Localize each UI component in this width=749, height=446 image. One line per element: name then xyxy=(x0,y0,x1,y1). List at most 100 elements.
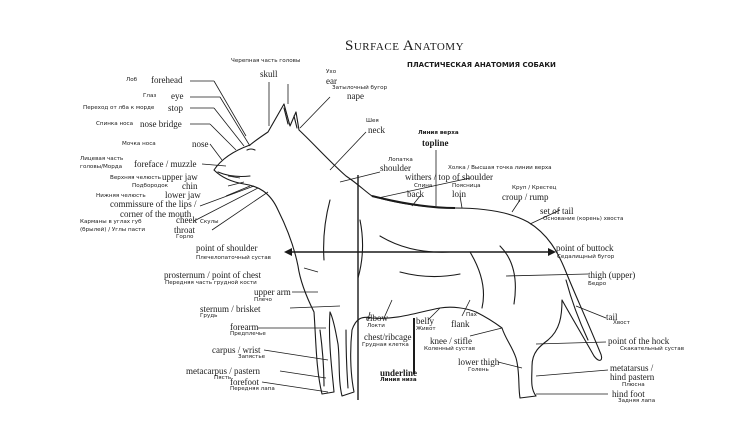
label-forearm-en: forearm xyxy=(230,322,259,332)
label-chin-ru: Подбородок xyxy=(132,183,169,189)
label-neck-en: neck xyxy=(368,125,385,135)
label-commissure-en2: corner of the mouth xyxy=(120,209,192,219)
label-sternum-ru: Грудь xyxy=(200,313,218,319)
label-thigh-en: thigh (upper) xyxy=(588,270,636,280)
label-foreface-ru1: Лицевая часть xyxy=(80,156,124,162)
label-prosternum-ru: Передняя часть грудной кости xyxy=(165,280,257,286)
label-forefoot-en: forefoot xyxy=(230,377,259,387)
label-tail-en: tail xyxy=(606,312,618,322)
label-foreface-ru2: головы/Морда xyxy=(80,164,123,170)
label-knee-en: knee / stifle xyxy=(430,336,472,346)
label-underline-en: underline xyxy=(380,368,418,378)
label-lower-thigh-en: lower thigh xyxy=(458,357,500,367)
label-throat-ru: Горло xyxy=(176,234,194,240)
label-stop-en: stop xyxy=(168,103,184,113)
topline-highlight xyxy=(371,195,456,209)
label-knee-ru: Коленный сустав xyxy=(424,346,475,352)
label-flank-en: flank xyxy=(451,319,470,329)
label-chin-en: chin xyxy=(182,181,198,191)
label-upper-jaw-en: upper jaw xyxy=(162,172,198,182)
label-commissure-ru1: Карманы в углах губ xyxy=(80,219,142,225)
label-neck-ru: Шея xyxy=(366,118,379,124)
mouth-line xyxy=(217,171,251,178)
label-chest-en: chest/ribcage xyxy=(364,332,412,342)
tail-detail xyxy=(565,279,589,341)
label-eye-en: eye xyxy=(171,91,184,101)
label-thigh-ru: Бедро xyxy=(588,281,607,287)
label-nose-bridge-ru: Спинка носа xyxy=(96,121,134,127)
dog-outline xyxy=(213,103,603,399)
label-loin-ru: Поясница xyxy=(452,183,481,189)
label-metatarsus-en1: metatarsus / xyxy=(610,363,654,373)
label-upper-jaw-ru: Верхняя челюсть xyxy=(110,175,161,181)
label-commissure-en1: commissure of the lips / xyxy=(110,199,197,209)
label-loin-en: loin xyxy=(452,189,467,199)
label-metatarsus-ru: Плюсна xyxy=(622,382,645,388)
label-commissure-ru2: (брылей) / Углы пасти xyxy=(80,227,146,233)
label-belly-en: belly xyxy=(416,316,434,326)
label-sternum-en: sternum / brisket xyxy=(200,304,261,314)
label-point-of-shoulder-ru: Плечелопаточный сустав xyxy=(196,255,271,261)
label-metacarpus-en: metacarpus / pastern xyxy=(186,366,260,376)
label-topline-en: topline xyxy=(422,138,449,148)
label-chest-ru: Грудная клетка xyxy=(362,342,409,348)
label-shoulder-ru: Лопатка xyxy=(388,157,413,163)
label-nape-en: nape xyxy=(347,91,364,101)
label-forearm-ru: Предплечье xyxy=(230,331,266,337)
label-carpus-ru: Запястье xyxy=(238,354,266,360)
label-cheek-ru: Скулы xyxy=(200,219,219,225)
label-lower-thigh-ru: Голень xyxy=(468,367,489,373)
label-nose-ru: Мочка носа xyxy=(122,141,156,147)
label-carpus-en: carpus / wrist xyxy=(212,345,261,355)
label-upper-arm-ru: Плечо xyxy=(254,297,272,303)
label-point-of-shoulder-en: point of shoulder xyxy=(196,243,258,253)
arrow-left-head xyxy=(284,248,292,256)
foreleg-detail xyxy=(319,329,349,389)
label-forehead-ru: Лоб xyxy=(126,77,138,83)
ear-inner xyxy=(283,107,298,129)
thigh-detail xyxy=(469,245,516,309)
label-croup-en: croup / rump xyxy=(502,192,549,202)
shoulder-detail xyxy=(323,199,364,279)
label-croup-ru: Круп / Крестец xyxy=(512,185,557,191)
label-set-of-tail-ru: Основание (корень) хвоста xyxy=(543,216,624,222)
page-title: Surface Anatomy xyxy=(345,38,465,54)
label-point-of-buttock-ru: Седалищный бугор xyxy=(557,254,615,260)
label-metacarpus-ru: Пясть xyxy=(214,375,232,381)
label-elbow-en: elbow xyxy=(366,313,388,323)
label-hind-foot-ru: Задняя лапа xyxy=(618,398,656,404)
label-lower-jaw-ru: Нижняя челюсть xyxy=(96,193,146,199)
label-tail-ru: Хвост xyxy=(613,320,630,326)
label-stop-ru: Переход от лба к морде xyxy=(83,105,155,111)
label-nape-ru: Затылочный бугор xyxy=(332,85,388,91)
rib-detail xyxy=(379,235,461,278)
label-prosternum-en: prosternum / point of chest xyxy=(164,270,261,280)
label-upper-arm-en: upper arm xyxy=(254,287,291,297)
label-foreface-en: foreface / muzzle xyxy=(134,159,197,169)
label-nose-en: nose xyxy=(192,139,209,149)
label-set-of-tail-en: set of tail xyxy=(540,206,574,216)
label-underline-ru: Линия низа xyxy=(380,377,417,383)
label-point-of-hock-en: point of the hock xyxy=(608,336,670,346)
page-subtitle: ПЛАСТИЧЕСКАЯ АНАТОМИЯ СОБАКИ xyxy=(407,61,556,69)
label-back-ru: Спина xyxy=(414,183,433,189)
label-back-en: back xyxy=(407,189,424,199)
label-ear-ru: Ухо xyxy=(326,69,337,75)
label-ear-en: ear xyxy=(326,76,337,86)
label-topline-ru: Линия верха xyxy=(418,130,459,136)
label-skull-en: skull xyxy=(260,69,278,79)
label-point-of-hock-ru: Скакательный сустав xyxy=(620,346,685,352)
label-cheek-en: cheek xyxy=(176,215,197,225)
label-belly-ru: Живот xyxy=(416,326,436,332)
arrow-right-head xyxy=(548,248,556,256)
label-withers-en: withers / top of shoulder xyxy=(405,172,493,182)
label-forefoot-ru: Передняя лапа xyxy=(230,386,275,392)
leader-lines xyxy=(190,80,609,395)
label-elbow-ru: Локти xyxy=(367,323,385,329)
label-throat-en: throat xyxy=(174,225,195,235)
label-withers-ru: Холка / Высшая точка линии верха xyxy=(448,165,552,171)
label-eye-ru: Глаз xyxy=(143,93,157,99)
label-hind-foot-en: hind foot xyxy=(612,389,645,399)
